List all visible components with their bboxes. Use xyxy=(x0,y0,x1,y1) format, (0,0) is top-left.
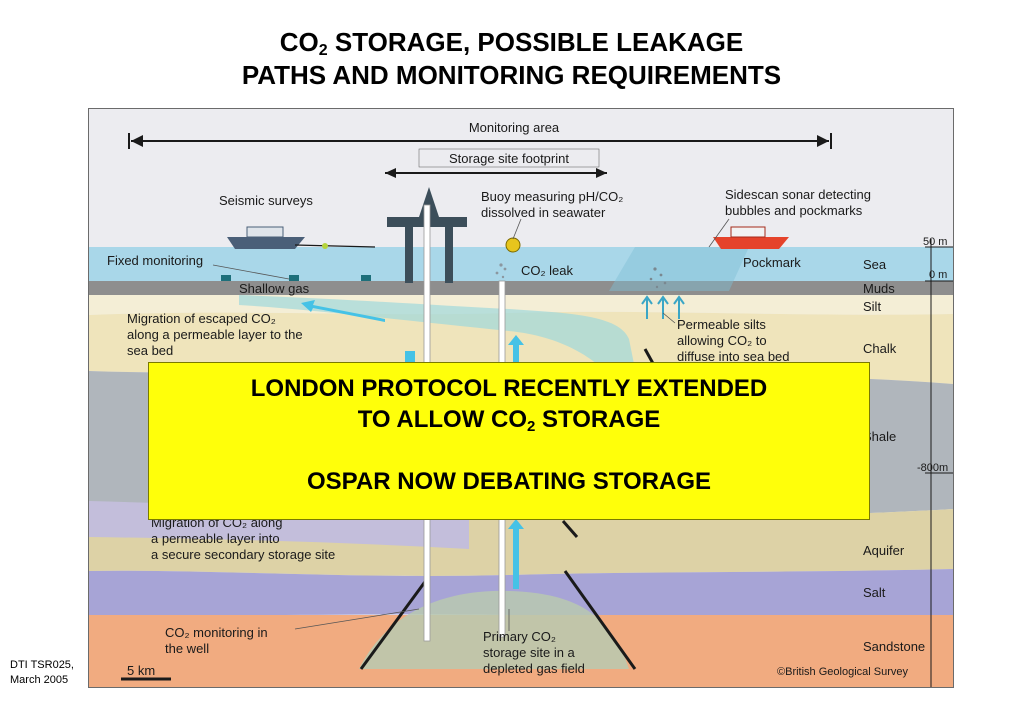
layer-label-sea: Sea xyxy=(863,257,887,272)
well-monitoring-label-1: CO₂ monitoring in xyxy=(165,625,268,640)
sonar-ship-cabin xyxy=(730,226,766,238)
storage-footprint-label: Storage site footprint xyxy=(449,151,569,166)
buoy xyxy=(505,237,521,253)
sonar-ship-hull xyxy=(713,237,789,249)
depth-label-50: 50 m xyxy=(923,236,947,248)
source-line-2: March 2005 xyxy=(10,674,69,686)
protocol-callout: LONDON PROTOCOL RECENTLY EXTENDED TO ALL… xyxy=(148,362,870,520)
pockmark-bubbles xyxy=(649,267,667,289)
fault-line-mid xyxy=(561,520,579,538)
callout-line-3: OSPAR NOW DEBATING STORAGE xyxy=(306,468,711,495)
footprint-arrow-head-left xyxy=(385,168,396,178)
sea-layer xyxy=(89,247,953,281)
scale-label: 5 km xyxy=(127,663,155,678)
primary-storage-label-3: depleted gas field xyxy=(483,661,585,676)
buoy-label-1: Buoy measuring pH/CO₂ xyxy=(481,189,623,204)
footprint-arrow-head-right xyxy=(596,168,607,178)
seismic-label: Seismic surveys xyxy=(219,193,313,208)
migration-top-label-1: Migration of escaped CO₂ xyxy=(127,311,276,326)
co2-leak-bubbles xyxy=(495,263,507,279)
callout-line-2: TO ALLOW CO2 STORAGE xyxy=(357,406,661,435)
fixed-monitoring-pointer xyxy=(212,264,290,280)
fixed-monitor-marker xyxy=(361,275,371,281)
monitoring-area-label: Monitoring area xyxy=(469,120,560,135)
layer-label-muds: Muds xyxy=(863,281,895,296)
monitoring-arrow-head-right xyxy=(817,135,829,147)
diffusion-arrow xyxy=(657,295,669,319)
leak-arrow-upper xyxy=(513,345,519,375)
secondary-well-marker xyxy=(405,351,415,367)
layer-label-aquifer: Aquifer xyxy=(863,543,905,558)
co2-leak-label: CO₂ leak xyxy=(521,263,574,278)
fixed-monitoring-label: Fixed monitoring xyxy=(107,253,203,268)
primary-storage-label-2: storage site in a xyxy=(483,645,576,660)
fault-line-right xyxy=(563,570,637,670)
layer-label-shale: Shale xyxy=(863,429,896,444)
title-line-1: CO2 STORAGE, POSSIBLE LEAKAGE xyxy=(279,27,744,59)
page-title: CO2 STORAGE, POSSIBLE LEAKAGE PATHS AND … xyxy=(0,26,1023,92)
leak-bubble xyxy=(503,267,507,271)
callout-line-1: LONDON PROTOCOL RECENTLY EXTENDED xyxy=(250,375,768,402)
leak-bubble xyxy=(501,275,505,279)
depth-label-0: 0 m xyxy=(929,269,947,281)
sonar-pointer xyxy=(708,218,730,248)
silts-label-2: allowing CO₂ to xyxy=(677,333,767,348)
silts-pointer xyxy=(662,312,676,324)
title-line-2: PATHS AND MONITORING REQUIREMENTS xyxy=(241,60,782,90)
fixed-monitor-marker xyxy=(289,275,299,281)
migration-top-label-3: sea bed xyxy=(127,343,173,358)
migration-bottom-label-2: a permeable layer into xyxy=(151,531,280,546)
copyright-label: ©British Geological Survey xyxy=(777,666,908,678)
well-pointer xyxy=(294,608,420,630)
migration-arrow-upper xyxy=(301,300,385,322)
primary-storage-label-1: Primary CO₂ xyxy=(483,629,556,644)
fixed-monitor-marker xyxy=(221,275,231,281)
depth-label-800: -800m xyxy=(917,462,948,474)
pockmark-bubble xyxy=(663,281,667,285)
seismic-streamer xyxy=(294,244,376,248)
migration-top-label-2: along a permeable layer to the xyxy=(127,327,303,342)
silts-label-1: Permeable silts xyxy=(677,317,766,332)
pockmark-bubble xyxy=(653,267,657,271)
leak-bubble xyxy=(499,263,503,267)
pockmark-bubble xyxy=(655,285,659,289)
storage-footprint-box xyxy=(418,148,600,168)
fault-line-left xyxy=(359,578,429,670)
muds-layer xyxy=(89,281,953,295)
diffusion-arrows xyxy=(641,295,685,319)
well-monitoring-label-2: the well xyxy=(165,641,209,656)
pockmark-bubble xyxy=(649,277,653,281)
co2-plume xyxy=(239,295,649,439)
shallow-gas-label: Shallow gas xyxy=(239,281,310,296)
layer-label-sandstone: Sandstone xyxy=(863,639,925,654)
sonar-label-1: Sidescan sonar detecting xyxy=(725,187,871,202)
leak-arrow-upper-head xyxy=(508,335,524,345)
leak-arrow-lower-head xyxy=(508,519,524,529)
silts-label-3: diffuse into sea bed xyxy=(677,349,790,364)
source-citation: DTI TSR025, March 2005 xyxy=(10,658,74,688)
buoy-label-2: dissolved in seawater xyxy=(481,205,606,220)
migration-bottom-label-3: a secure secondary storage site xyxy=(151,547,335,562)
layer-label-silt: Silt xyxy=(863,299,881,314)
seismic-float xyxy=(322,243,328,249)
leak-arrow-lower xyxy=(513,529,519,589)
monitoring-area-box xyxy=(444,119,584,137)
pockmark-bubble xyxy=(659,273,663,277)
callout-spacer xyxy=(149,435,869,466)
sonar-beam xyxy=(609,247,749,291)
platform-leg-right xyxy=(445,227,453,283)
source-line-1: DTI TSR025, xyxy=(10,659,74,671)
diffusion-arrow xyxy=(641,295,653,319)
seismic-ship-cabin xyxy=(246,226,284,238)
seismic-ship-hull xyxy=(227,237,305,249)
diffusion-arrow xyxy=(673,295,685,319)
leak-bubble xyxy=(495,271,499,275)
buoy-pointer xyxy=(512,218,522,240)
layer-label-chalk: Chalk xyxy=(863,341,897,356)
sonar-label-2: bubbles and pockmarks xyxy=(725,203,863,218)
monitoring-arrow-head-left xyxy=(131,135,143,147)
platform-leg-left xyxy=(405,227,413,283)
layer-label-salt: Salt xyxy=(863,585,886,600)
pockmark-label: Pockmark xyxy=(743,255,801,270)
